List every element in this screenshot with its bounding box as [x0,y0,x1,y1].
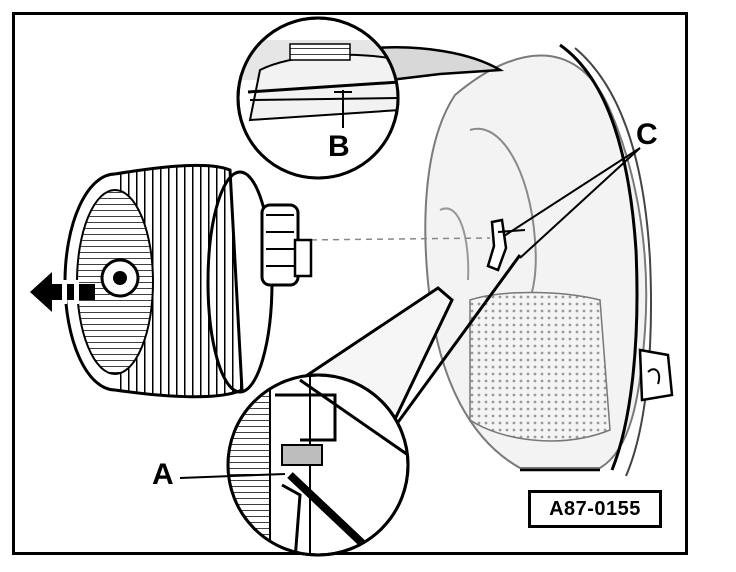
callout-c: C [636,118,658,151]
figure-id-label: A87-0155 [528,490,662,528]
detail-view-b [236,16,505,180]
alignment-line [299,237,491,241]
blower-motor [260,203,313,287]
detail-view-a [226,254,522,557]
callout-a: A [152,458,174,491]
blower-housing [424,43,674,477]
callout-b: B [328,130,350,163]
removal-arrow-icon [30,272,95,312]
blower-fan-wheel [63,163,274,399]
leader-lines [179,147,641,479]
